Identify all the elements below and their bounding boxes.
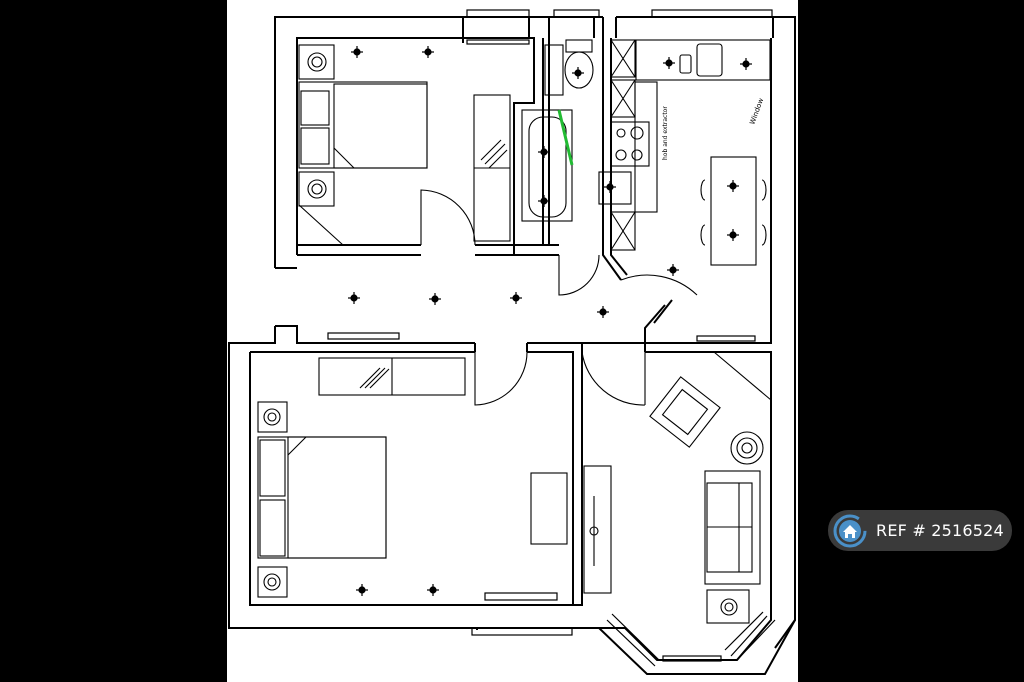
home-circle-icon [830,511,870,551]
bedroom-two-furniture [257,357,568,598]
living-room-furniture [583,351,772,624]
hob-note: hob and extractor [662,106,669,160]
reference-badge: REF # 2516524 [828,510,1012,551]
bath-screen [557,109,574,166]
kitchen-fixtures [598,39,771,266]
windows [327,9,776,675]
doors [420,189,698,406]
exterior-walls [228,16,796,675]
bathroom-fixtures [521,39,594,222]
kitchen-window-note: Window [748,97,765,126]
bedroom-one-furniture [298,44,511,246]
floor-plan: Window hob and extractor [227,0,798,682]
floor-plan-drawing: Window hob and extractor [228,9,796,675]
ceiling-lights [348,46,752,596]
reference-text: REF # 2516524 [876,521,1004,540]
